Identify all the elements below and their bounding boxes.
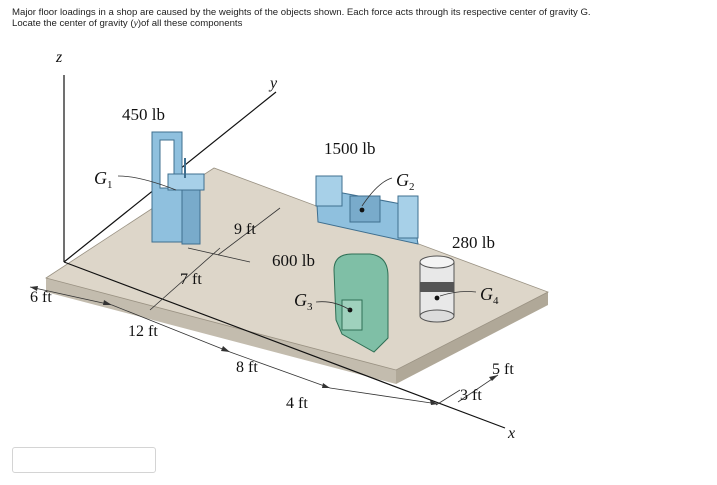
dimension-8ft: 8 ft	[236, 359, 258, 376]
question-line-2: Locate the center of gravity (y)of all t…	[12, 18, 702, 29]
y-axis-label: y	[268, 75, 278, 92]
g4-weight: 280 lb	[452, 233, 495, 252]
question-line-1: Major floor loadings in a shop are cause…	[12, 7, 591, 18]
leader-lines	[117, 175, 477, 311]
dimension-arrows	[30, 286, 498, 405]
g3-weight: 600 lb	[272, 251, 315, 270]
answer-input[interactable]	[12, 447, 156, 473]
dimension-lines	[29, 207, 499, 406]
dimension-5ft: 5 ft	[492, 361, 514, 378]
x-axis	[63, 261, 506, 429]
g4-label: G4	[480, 284, 499, 307]
dimension-3ft: 3 ft	[460, 387, 482, 404]
dimension-7ft: 7 ft	[180, 271, 202, 288]
g2-label: G2	[396, 170, 415, 193]
dimension-6ft: 6 ft	[30, 289, 52, 306]
question-line-2-prefix: Locate the center of gravity (	[12, 18, 134, 29]
machine-g3	[333, 253, 389, 353]
g1-label: G1	[94, 168, 113, 191]
band-saw-g1	[151, 131, 205, 245]
g2-weight: 1500 lb	[324, 139, 375, 158]
floor-slab-front	[396, 292, 548, 384]
dimension-9ft: 9 ft	[234, 221, 256, 238]
dimension-12ft: 12 ft	[128, 323, 158, 340]
x-axis-label: x	[507, 425, 515, 442]
question-text: Major floor loadings in a shop are cause…	[12, 7, 702, 29]
z-axis-label: z	[55, 49, 63, 66]
floor-slab-side	[46, 278, 396, 384]
question-line-2-suffix: )of all these components	[137, 18, 243, 29]
dimension-4ft: 4 ft	[286, 395, 308, 412]
drum-g4	[419, 255, 455, 323]
question-variable: y	[133, 18, 138, 29]
g1-weight: 450 lb	[122, 105, 165, 124]
machine-g2	[315, 175, 419, 245]
g3-label: G3	[294, 290, 313, 313]
